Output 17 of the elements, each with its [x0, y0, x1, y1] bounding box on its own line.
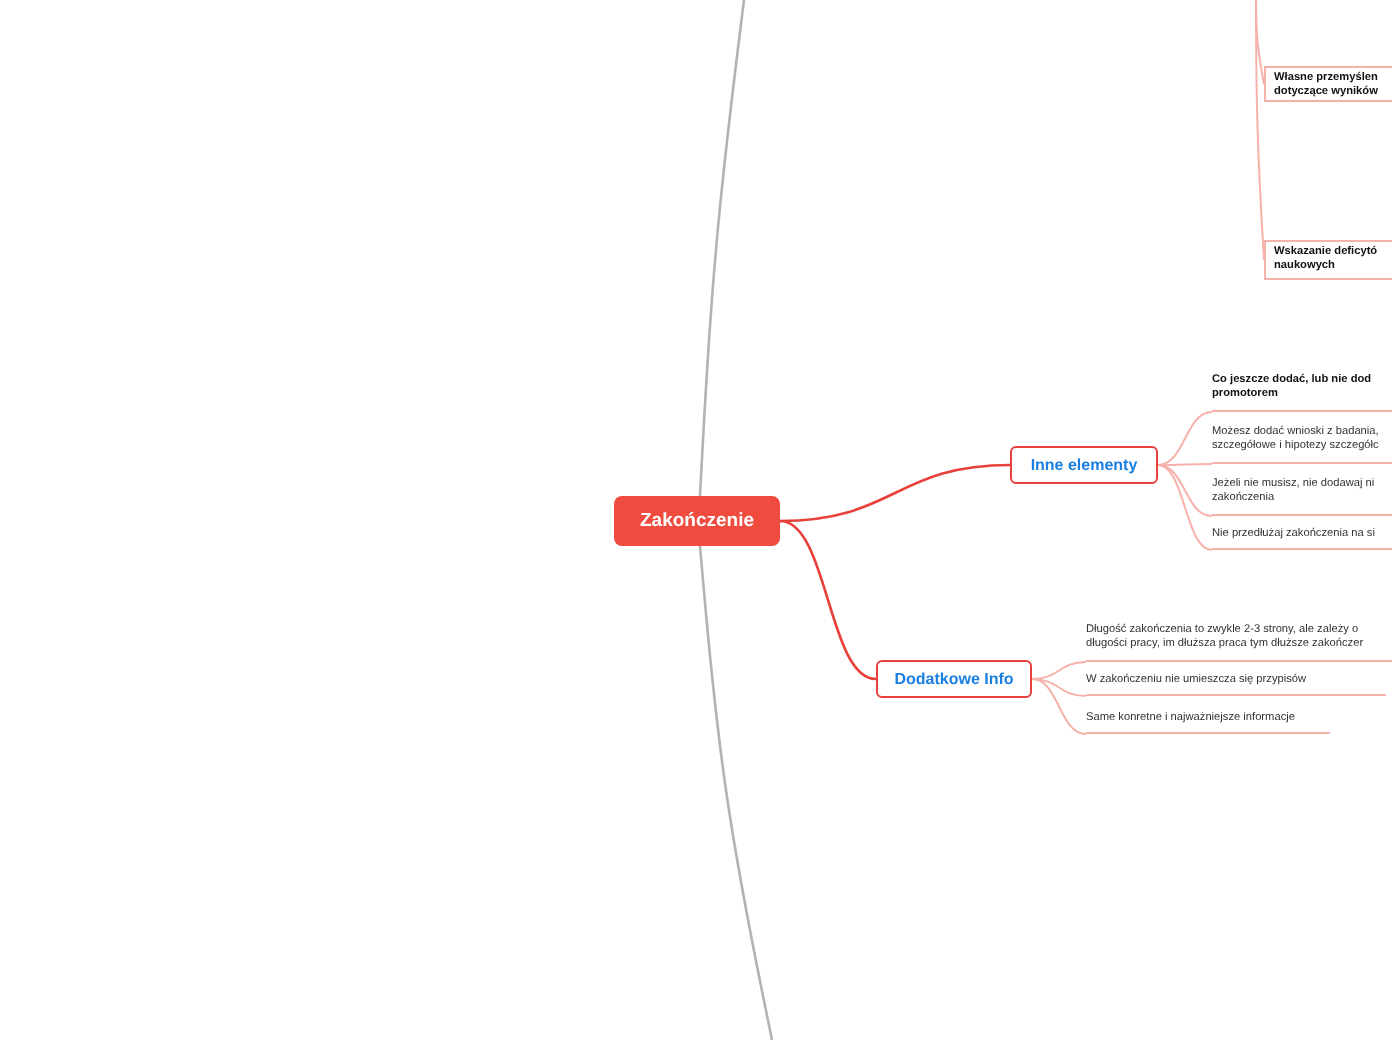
subtopic-box	[1264, 240, 1392, 280]
branch-line	[1157, 464, 1213, 517]
subtopic-box	[1264, 66, 1392, 102]
topic-box	[1010, 446, 1158, 484]
node-label: Zakończenie	[639, 510, 755, 532]
node-label: Inne elementy	[1030, 456, 1138, 474]
branch-line	[1157, 464, 1213, 551]
central-topic-box	[614, 496, 780, 546]
branch-line	[1255, 0, 1265, 261]
topic-box	[876, 660, 1032, 698]
branch-line	[1157, 411, 1213, 466]
branch-line	[698, 0, 746, 497]
branch-line	[1031, 678, 1087, 735]
node-label: Dodatkowe Info	[894, 670, 1014, 688]
branch-line	[779, 519, 877, 681]
branch-line	[1031, 678, 1087, 697]
branch-line	[698, 545, 774, 1040]
